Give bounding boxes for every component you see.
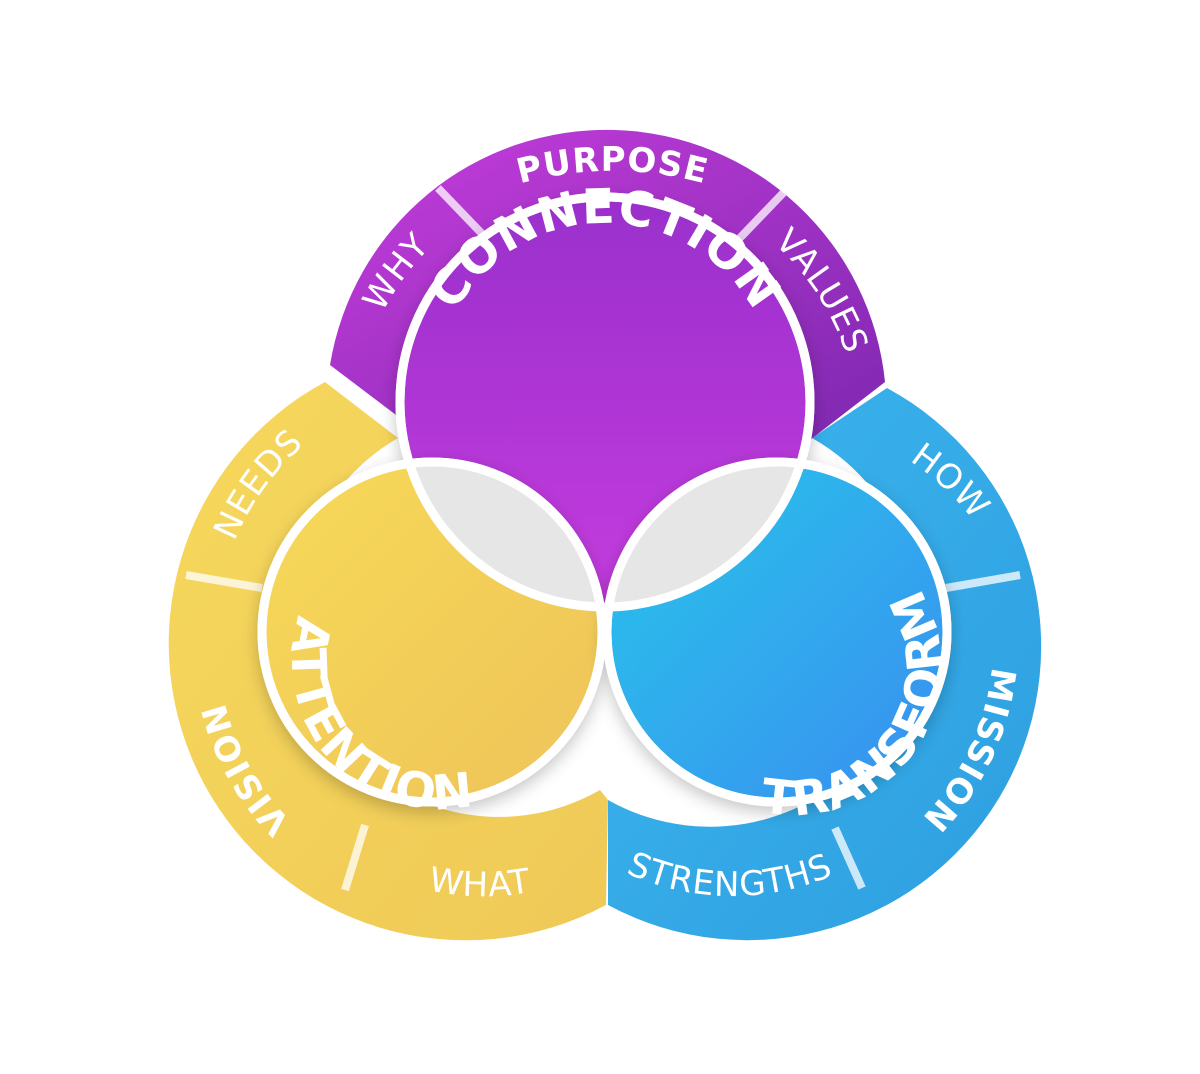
purple-outer-arc (330, 129, 885, 440)
divider-vision-what (341, 823, 369, 892)
divider-mission-strengths (831, 826, 866, 890)
divider-purpose-values (733, 187, 789, 245)
overlap-connection-attention (400, 462, 602, 607)
divider-needs-vision (185, 571, 263, 592)
purpose-outer-ring (330, 129, 885, 440)
divider-why-purpose (435, 185, 491, 243)
blue-outer-ring (608, 388, 1042, 941)
transform-outline (602, 457, 952, 807)
ring-dividers (185, 185, 1021, 892)
yellow-outer-ring (168, 382, 609, 941)
yellow-outer-arc (168, 382, 609, 941)
segment-what: WHAT (427, 860, 534, 906)
overlap-connection-transform (607, 462, 810, 607)
attention-outline (257, 457, 607, 807)
divider-how-mission (945, 571, 1021, 592)
circle-outlines (257, 192, 952, 807)
blue-outer-arc (608, 388, 1042, 941)
overlap-regions (400, 462, 810, 607)
